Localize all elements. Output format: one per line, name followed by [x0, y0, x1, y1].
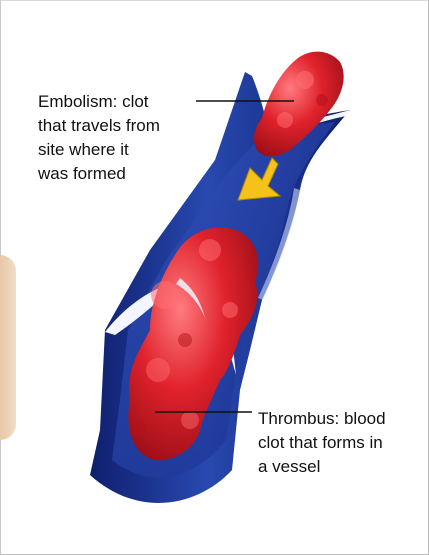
- embolism-label: Embolism: clot that travels from site wh…: [38, 90, 213, 186]
- embolus-clot: [254, 52, 344, 157]
- thrombus-label: Thrombus: blood clot that forms in a ves…: [258, 407, 428, 479]
